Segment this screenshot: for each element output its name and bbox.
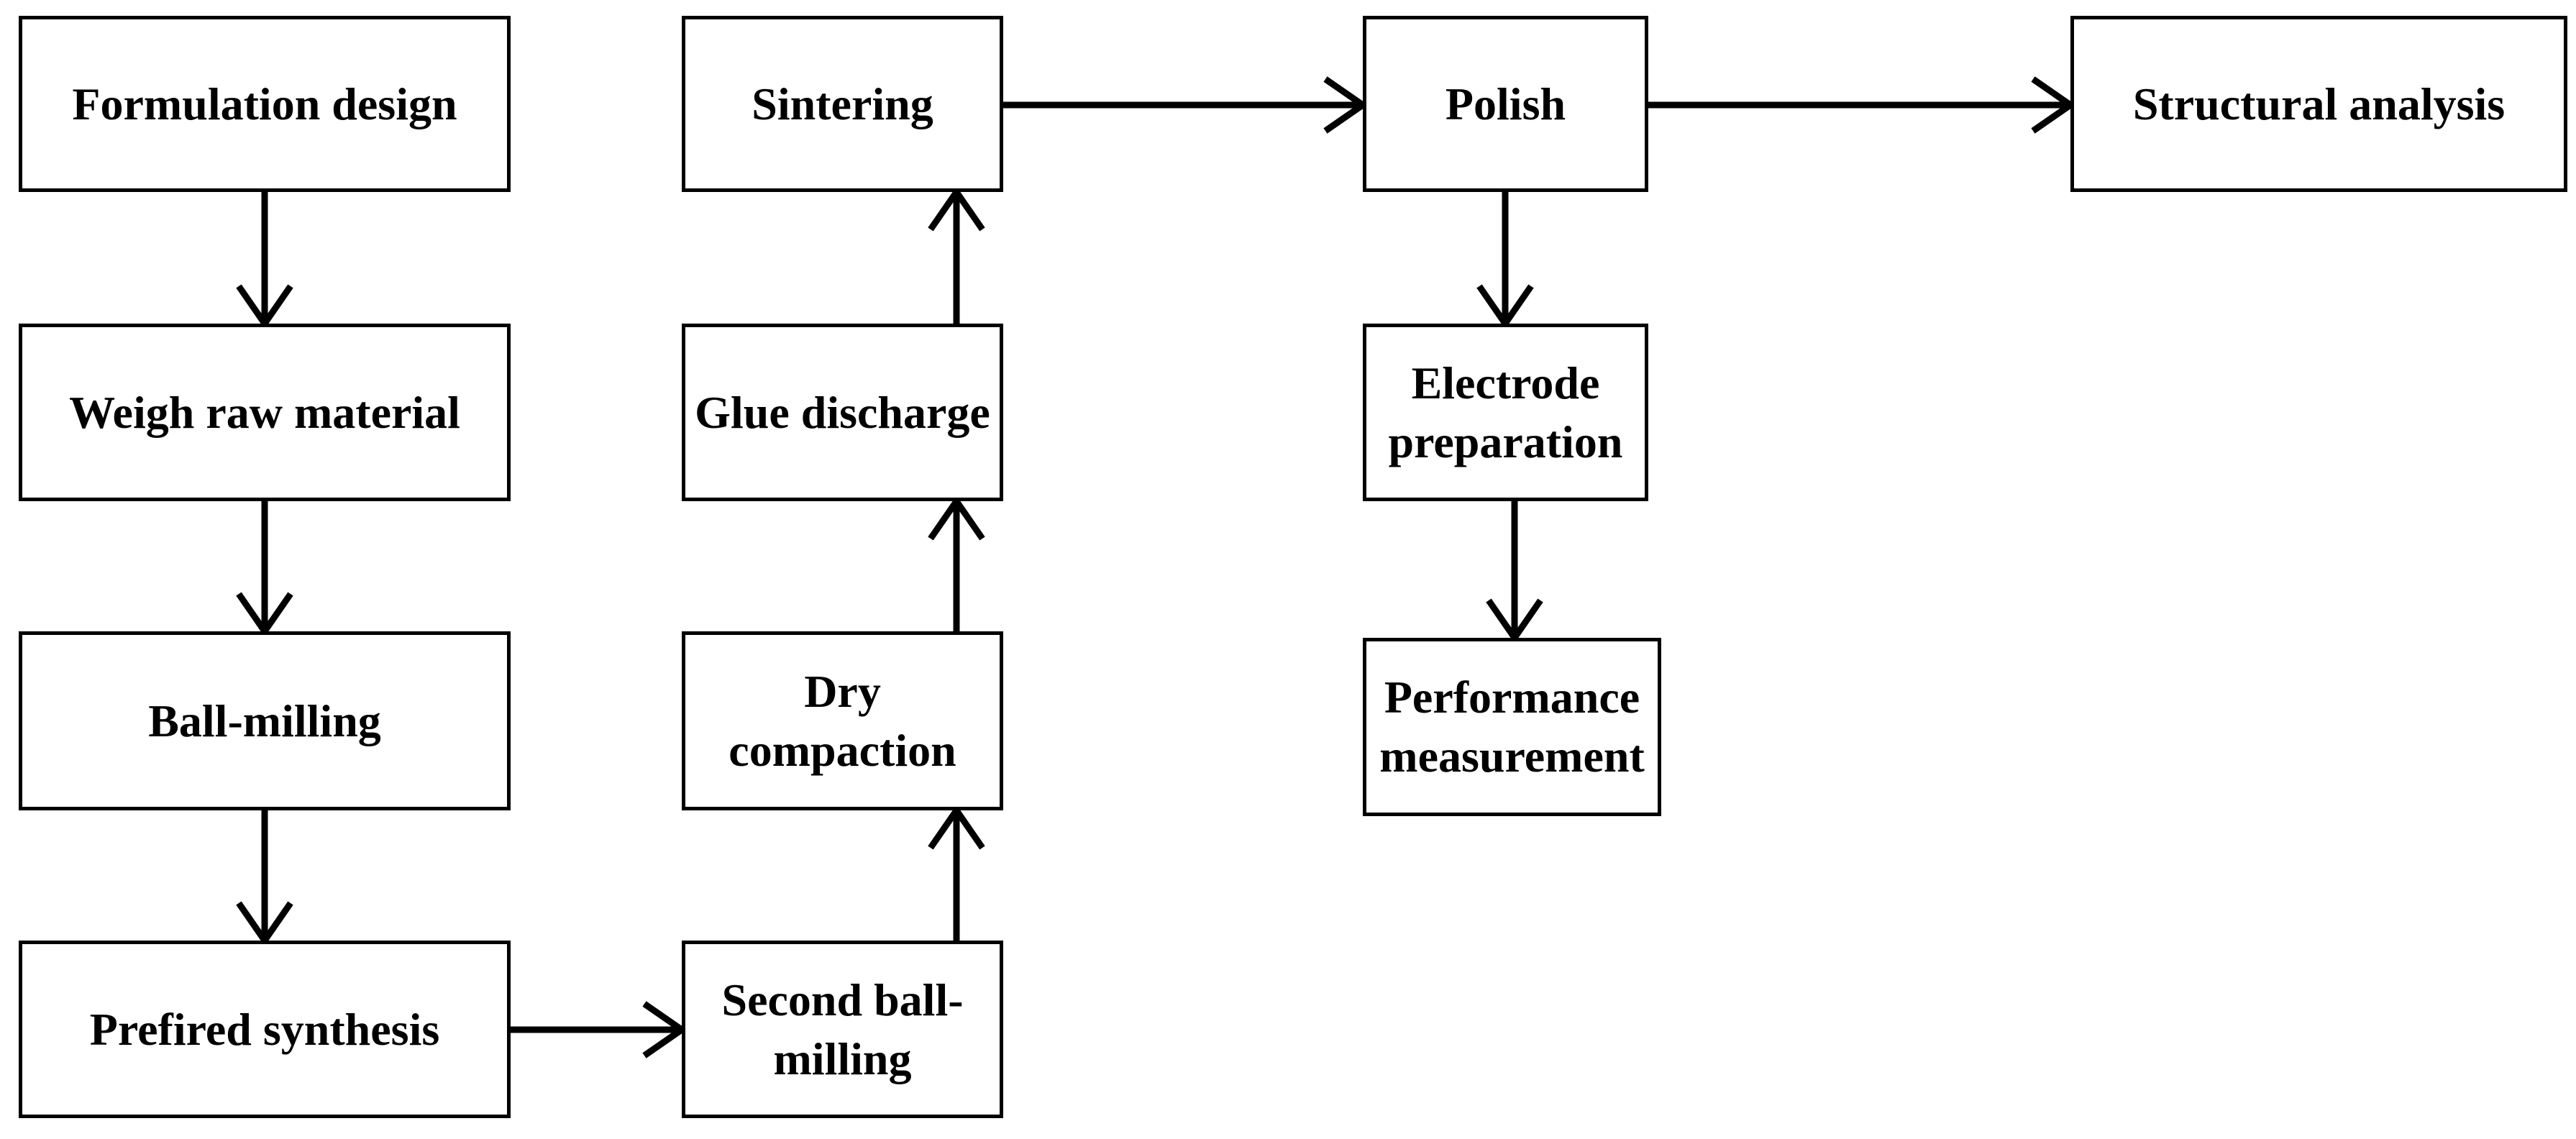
arrow-head-icon	[928, 805, 985, 850]
process-node-polish[interactable]: Polish	[1363, 16, 1648, 192]
process-node-dry-compaction[interactable]: Dry compaction	[682, 631, 1003, 810]
process-node-sintering[interactable]: Sintering	[682, 16, 1003, 192]
process-node-label: Sintering	[752, 78, 933, 129]
process-node-glue-discharge[interactable]: Glue discharge	[682, 324, 1003, 501]
process-node-label: Polish	[1445, 78, 1566, 129]
process-node-label: Prefired synthesis	[89, 1003, 440, 1055]
process-node-label: Dry compaction	[729, 665, 956, 776]
process-node-second-ball-milling[interactable]: Second ball-milling	[682, 941, 1003, 1118]
process-node-electrode-preparation[interactable]: Electrode preparation	[1363, 324, 1648, 501]
arrow-head-icon	[928, 186, 985, 232]
flow-arrow-prefired-synthesis-to-second-ball-milling	[482, 1001, 711, 1058]
process-node-performance-measurement[interactable]: Performance measurement	[1363, 638, 1661, 816]
process-node-label: Formulation design	[72, 78, 457, 129]
process-node-label: Structural analysis	[2132, 78, 2506, 129]
process-node-weigh-raw-material[interactable]: Weigh raw material	[19, 324, 511, 501]
process-node-structural-analysis[interactable]: Structural analysis	[2070, 16, 2567, 192]
process-node-prefired-synthesis[interactable]: Prefired synthesis	[19, 941, 511, 1118]
arrow-head-icon	[928, 495, 985, 541]
process-node-label: Weigh raw material	[69, 386, 460, 438]
flow-arrow-second-ball-milling-to-dry-compaction	[928, 782, 985, 969]
process-node-label: Performance measurement	[1379, 672, 1645, 782]
process-node-label: Glue discharge	[695, 386, 990, 438]
flow-arrow-dry-compaction-to-glue-discharge	[928, 472, 985, 660]
flow-arrow-sintering-to-polish	[974, 76, 1392, 134]
process-node-label: Ball-milling	[148, 695, 381, 746]
process-node-ball-milling[interactable]: Ball-milling	[19, 631, 511, 810]
process-node-label: Second ball-milling	[721, 974, 964, 1084]
process-node-label: Electrode preparation	[1388, 357, 1623, 467]
flow-arrow-glue-discharge-to-sintering	[928, 163, 985, 352]
process-node-formulation-design[interactable]: Formulation design	[19, 16, 511, 192]
flow-arrow-polish-to-structural-analysis	[1620, 76, 2099, 134]
